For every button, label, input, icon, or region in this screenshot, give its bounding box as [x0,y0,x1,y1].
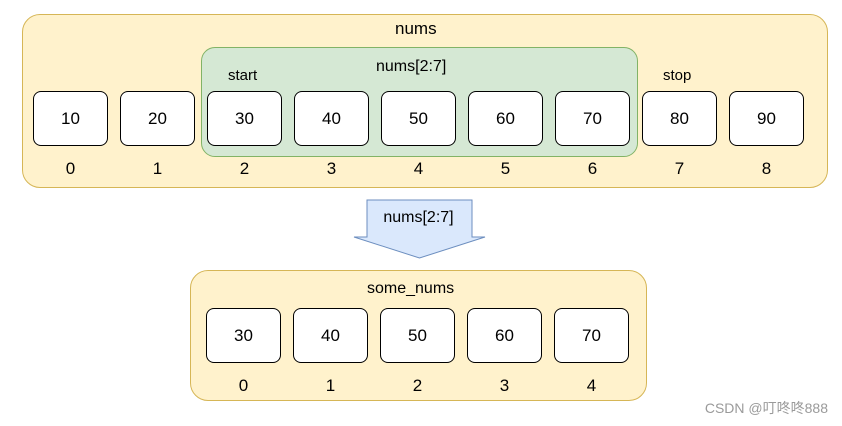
down-arrow-icon [353,199,486,259]
nums-cell: 40 [294,91,369,146]
slice-label: nums[2:7] [376,58,447,75]
nums-index: 2 [239,159,250,178]
some-nums-cell: 40 [293,308,368,363]
nums-cell: 60 [468,91,543,146]
nums-cell: 80 [642,91,717,146]
some-nums-index: 4 [586,376,597,395]
nums-index: 3 [326,159,337,178]
some-nums-index: 0 [238,376,249,395]
some-nums-cell: 60 [467,308,542,363]
csdn-watermark: CSDN @叮咚咚888 [704,400,828,416]
nums-cell: 50 [381,91,456,146]
nums-index: 8 [761,159,772,178]
some-nums-index: 1 [325,376,336,395]
nums-index: 1 [152,159,163,178]
start-label: start [228,67,258,84]
nums-index: 4 [413,159,424,178]
nums-cell: 30 [207,91,282,146]
nums-cell: 90 [729,91,804,146]
some-nums-index: 3 [499,376,510,395]
arrow-label: nums[2:7] [383,209,454,226]
nums-index: 6 [587,159,598,178]
some-nums-index: 2 [412,376,423,395]
stop-label: stop [663,67,692,84]
nums-index: 5 [500,159,511,178]
nums-cell: 20 [120,91,195,146]
nums-title: nums [395,19,437,38]
some-nums-cell: 30 [206,308,281,363]
some-nums-cell: 50 [380,308,455,363]
some-nums-cell: 70 [554,308,629,363]
some-nums-title: some_nums [367,280,455,297]
nums-index: 7 [674,159,685,178]
nums-index: 0 [65,159,76,178]
nums-cell: 10 [33,91,108,146]
nums-cell: 70 [555,91,630,146]
